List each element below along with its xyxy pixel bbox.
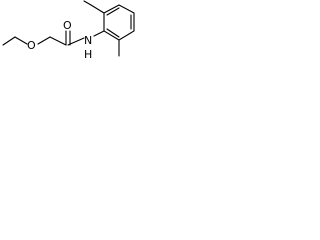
bond-ethyl-ch2-o (14, 36, 28, 45)
atom-carbonyl-oxygen: O (63, 19, 72, 32)
bond-carbonyl-c-n (67, 37, 85, 46)
benzene-ring (103, 4, 135, 41)
atom-ether-oxygen: O (27, 39, 36, 52)
atom-amide-nitrogen: N (84, 34, 92, 47)
chemical-structure-diagram: O O N H (2, 0, 135, 61)
ring-inner-bond-3 (106, 28, 120, 38)
bond-ch2-carbonyl-c (49, 36, 67, 46)
bond-ethyl-ch3-ch2 (2, 36, 16, 46)
bond-n-ring (93, 30, 105, 37)
bond-ring-ethyl-ch3 (83, 0, 92, 6)
bond-ring-ethyl-ch2 (90, 4, 105, 14)
structure-canvas: O O N H (0, 0, 139, 83)
ring-inner-bond-1 (106, 7, 120, 16)
atom-amide-hydrogen: H (84, 48, 92, 61)
bond-o-ch2 (37, 36, 51, 45)
